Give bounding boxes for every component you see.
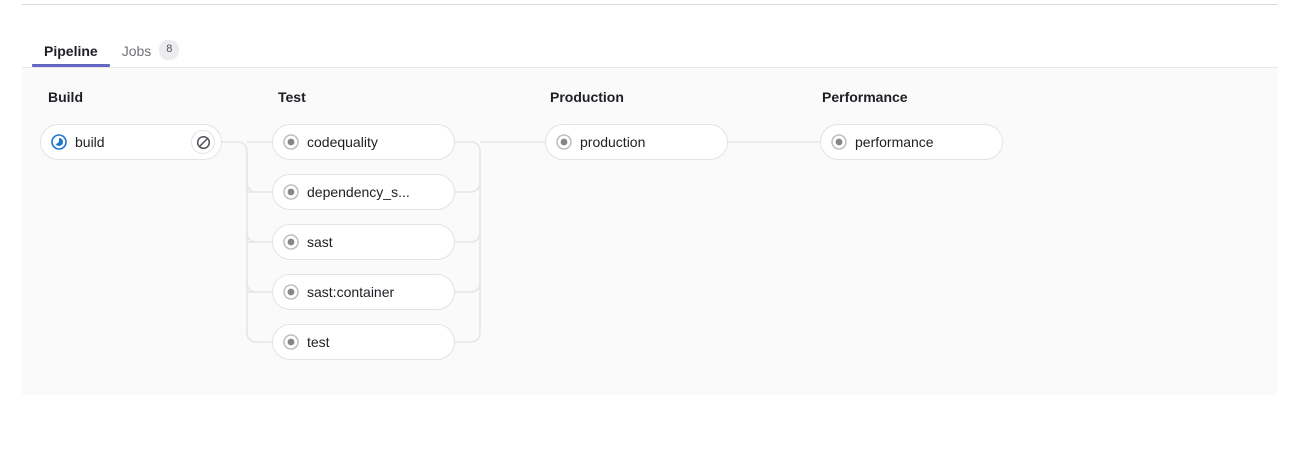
job-name: codequality	[307, 134, 378, 150]
stage-title-test: Test	[278, 89, 306, 105]
stage-title-build: Build	[48, 89, 83, 105]
stage-title-production: Production	[550, 89, 624, 105]
status-created-icon	[556, 134, 572, 150]
status-running-icon	[51, 134, 67, 150]
job-status-created-icon	[283, 284, 299, 300]
status-created-icon	[283, 284, 299, 300]
job-status-created-icon	[831, 134, 847, 150]
job-status-created-icon	[283, 184, 299, 200]
status-created-icon	[283, 234, 299, 250]
status-created-icon	[283, 184, 299, 200]
job-name: production	[580, 134, 646, 150]
cancel-icon	[196, 135, 210, 149]
pipeline-connectors	[222, 141, 820, 343]
job-pill-production[interactable]: production	[545, 124, 728, 160]
job-pill-sast[interactable]: sast	[272, 224, 455, 260]
job-name: test	[307, 334, 330, 350]
job-name: performance	[855, 134, 934, 150]
job-status-running-icon	[51, 134, 67, 150]
job-pill-sast-container[interactable]: sast:container	[272, 274, 455, 310]
tab-bar: Pipeline Jobs 8	[22, 22, 1278, 68]
job-pill-performance[interactable]: performance	[820, 124, 1003, 160]
status-created-icon	[831, 134, 847, 150]
job-pill-build[interactable]: build	[40, 124, 222, 160]
status-created-icon	[283, 134, 299, 150]
job-status-created-icon	[283, 234, 299, 250]
job-pill-codequality[interactable]: codequality	[272, 124, 455, 160]
tab-jobs[interactable]: Jobs 8	[110, 22, 192, 67]
stage-title-performance: Performance	[822, 89, 908, 105]
job-pill-dependency-s-[interactable]: dependency_s...	[272, 174, 455, 210]
tab-badge-count: 8	[159, 40, 180, 60]
pipeline-graph: Build build Test codequality dependency_s...…	[22, 68, 1278, 395]
job-name: sast:container	[307, 284, 395, 300]
status-created-icon	[283, 334, 299, 350]
top-divider	[22, 4, 1278, 5]
job-status-created-icon	[283, 134, 299, 150]
job-status-created-icon	[556, 134, 572, 150]
tab-pipeline[interactable]: Pipeline	[32, 22, 110, 67]
job-status-created-icon	[283, 334, 299, 350]
job-name: dependency_s...	[307, 184, 410, 200]
job-pill-test[interactable]: test	[272, 324, 455, 360]
job-name: sast	[307, 234, 333, 250]
tab-label: Jobs	[121, 42, 152, 59]
tab-label: Pipeline	[44, 42, 98, 59]
pipeline-panel: Build build Test codequality dependency_s...…	[22, 68, 1278, 395]
cancel-job-button[interactable]	[191, 130, 215, 154]
job-name: build	[75, 134, 105, 150]
